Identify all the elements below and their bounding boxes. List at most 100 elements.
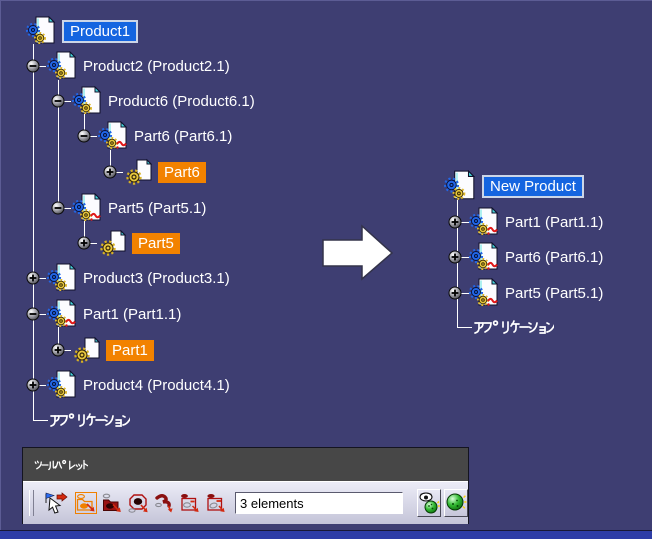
tree-line: [457, 327, 472, 328]
tree-node-label-highlighted[interactable]: Part6: [158, 161, 206, 183]
tree-line: [457, 222, 470, 223]
expand-toggle-icon[interactable]: [26, 378, 40, 392]
part-icon[interactable]: [71, 193, 103, 223]
green-sphere-icon: [446, 493, 467, 511]
selection-trap-icon[interactable]: [102, 493, 123, 514]
product-icon[interactable]: [46, 370, 78, 400]
tree-line: [457, 257, 470, 258]
product-icon[interactable]: [71, 86, 103, 116]
tree-line: [84, 221, 85, 243]
tool-palette-titlebar[interactable]: [23, 448, 468, 481]
tree-node-label-selected[interactable]: Product1: [62, 19, 139, 43]
tree-line: [84, 114, 85, 136]
outside-trap-icon[interactable]: [180, 493, 201, 514]
expand-toggle-icon[interactable]: [448, 250, 462, 264]
tree-node-label[interactable]: Part5 (Part5.1): [108, 199, 207, 217]
tree-node-product3: Product3 (Product3.1): [26, 262, 230, 294]
collapse-toggle-icon[interactable]: [26, 59, 40, 73]
tree-line: [84, 243, 97, 244]
eye-sphere-icon: [419, 492, 440, 514]
expand-toggle-icon[interactable]: [448, 286, 462, 300]
tool-palette-title: [33, 459, 88, 471]
part-icon[interactable]: [468, 207, 500, 237]
tree-line: [457, 200, 458, 327]
collapse-toggle-icon[interactable]: [51, 94, 65, 108]
intersecting-outside-trap-icon[interactable]: [206, 493, 227, 514]
tool-palette-toolbar: [23, 481, 468, 524]
tree-node-label-highlighted[interactable]: Part1: [106, 339, 154, 361]
product-icon[interactable]: [46, 51, 78, 81]
tree-line: [33, 66, 46, 67]
tool-palette-window: [22, 447, 469, 524]
collapse-toggle-icon[interactable]: [77, 129, 91, 143]
confirm-selection-button[interactable]: [444, 489, 468, 517]
tree-node-label-highlighted[interactable]: Part5: [132, 232, 180, 254]
tree-line: [58, 80, 59, 208]
expand-toggle-icon[interactable]: [26, 271, 40, 285]
tree-node-label[interactable]: Product2 (Product2.1): [83, 57, 230, 75]
tree-line: [110, 172, 123, 173]
viewport-bottom-strip: [0, 530, 652, 539]
tree-node-applications: [472, 311, 554, 343]
tree-node-part6-body: Part6: [103, 156, 206, 188]
tree-node-part1-new: Part1 (Part1.1): [448, 206, 603, 238]
polygon-trap-icon[interactable]: [128, 493, 149, 514]
tree-node-label[interactable]: Product3 (Product3.1): [83, 269, 230, 287]
tree-node-label[interactable]: Product4 (Product4.1): [83, 376, 230, 394]
tree-line: [33, 420, 48, 421]
part-body-icon[interactable]: [97, 229, 127, 257]
tree-line: [33, 44, 34, 420]
tree-node-product6: Product6 (Product6.1): [51, 85, 255, 117]
tree-line: [58, 350, 71, 351]
expand-toggle-icon[interactable]: [103, 165, 117, 179]
tree-line: [110, 150, 111, 172]
tree-node-part5-new: Part5 (Part5.1): [448, 277, 603, 309]
select-icon[interactable]: [42, 491, 68, 515]
expand-toggle-icon[interactable]: [448, 215, 462, 229]
preview-selection-button[interactable]: [417, 489, 441, 517]
product-icon[interactable]: [443, 170, 477, 202]
tree-line: [58, 208, 71, 209]
product-icon[interactable]: [25, 16, 57, 46]
part-icon[interactable]: [46, 299, 78, 329]
collapse-toggle-icon[interactable]: [51, 201, 65, 215]
product-icon[interactable]: [46, 263, 78, 293]
tree-line: [84, 136, 97, 137]
tree-node-product4: Product4 (Product4.1): [26, 369, 230, 401]
expand-toggle-icon[interactable]: [77, 236, 91, 250]
part-body-icon[interactable]: [71, 336, 101, 364]
tree-node-label-selected[interactable]: New Product: [482, 174, 584, 198]
palette-drag-grip[interactable]: [29, 490, 34, 516]
tree-node-label[interactable]: Part6 (Part6.1): [134, 127, 233, 145]
tree-node-applications: [48, 404, 130, 436]
tree-node-part5-instance: Part5 (Part5.1): [51, 192, 206, 224]
part-body-icon[interactable]: [123, 158, 153, 186]
transform-arrow: [322, 224, 394, 281]
part-icon[interactable]: [468, 242, 500, 272]
tree-node-part6-instance: Part6 (Part6.1): [77, 120, 232, 152]
collapse-toggle-icon[interactable]: [26, 307, 40, 321]
tree-node-label[interactable]: [48, 412, 130, 428]
tree-node-new-product: New Product: [443, 170, 584, 202]
tree-node-label[interactable]: Part6 (Part6.1): [505, 248, 604, 266]
part-icon[interactable]: [468, 278, 500, 308]
tree-line: [457, 293, 470, 294]
paint-stroke-selection-icon[interactable]: [154, 493, 175, 514]
tree-node-product2: Product2 (Product2.1): [26, 50, 230, 82]
tree-line: [33, 314, 46, 315]
tree-line: [33, 278, 46, 279]
tree-node-part5-body: Part5: [77, 227, 180, 259]
tree-node-label[interactable]: Part5 (Part5.1): [505, 284, 604, 302]
expand-toggle-icon[interactable]: [51, 343, 65, 357]
tree-node-label[interactable]: Product6 (Product6.1): [108, 92, 255, 110]
tree-node-label[interactable]: Part1 (Part1.1): [505, 213, 604, 231]
tree-node-label[interactable]: Part1 (Part1.1): [83, 305, 182, 323]
tree-node-label[interactable]: [472, 319, 554, 335]
selection-count-field[interactable]: [235, 492, 403, 514]
selection-trap-above-geometry-icon[interactable]: [75, 492, 97, 514]
tree-node-part1-body: Part1: [51, 334, 154, 366]
tree-line: [33, 385, 46, 386]
part-icon[interactable]: [97, 121, 129, 151]
tree-node-part6-new: Part6 (Part6.1): [448, 241, 603, 273]
